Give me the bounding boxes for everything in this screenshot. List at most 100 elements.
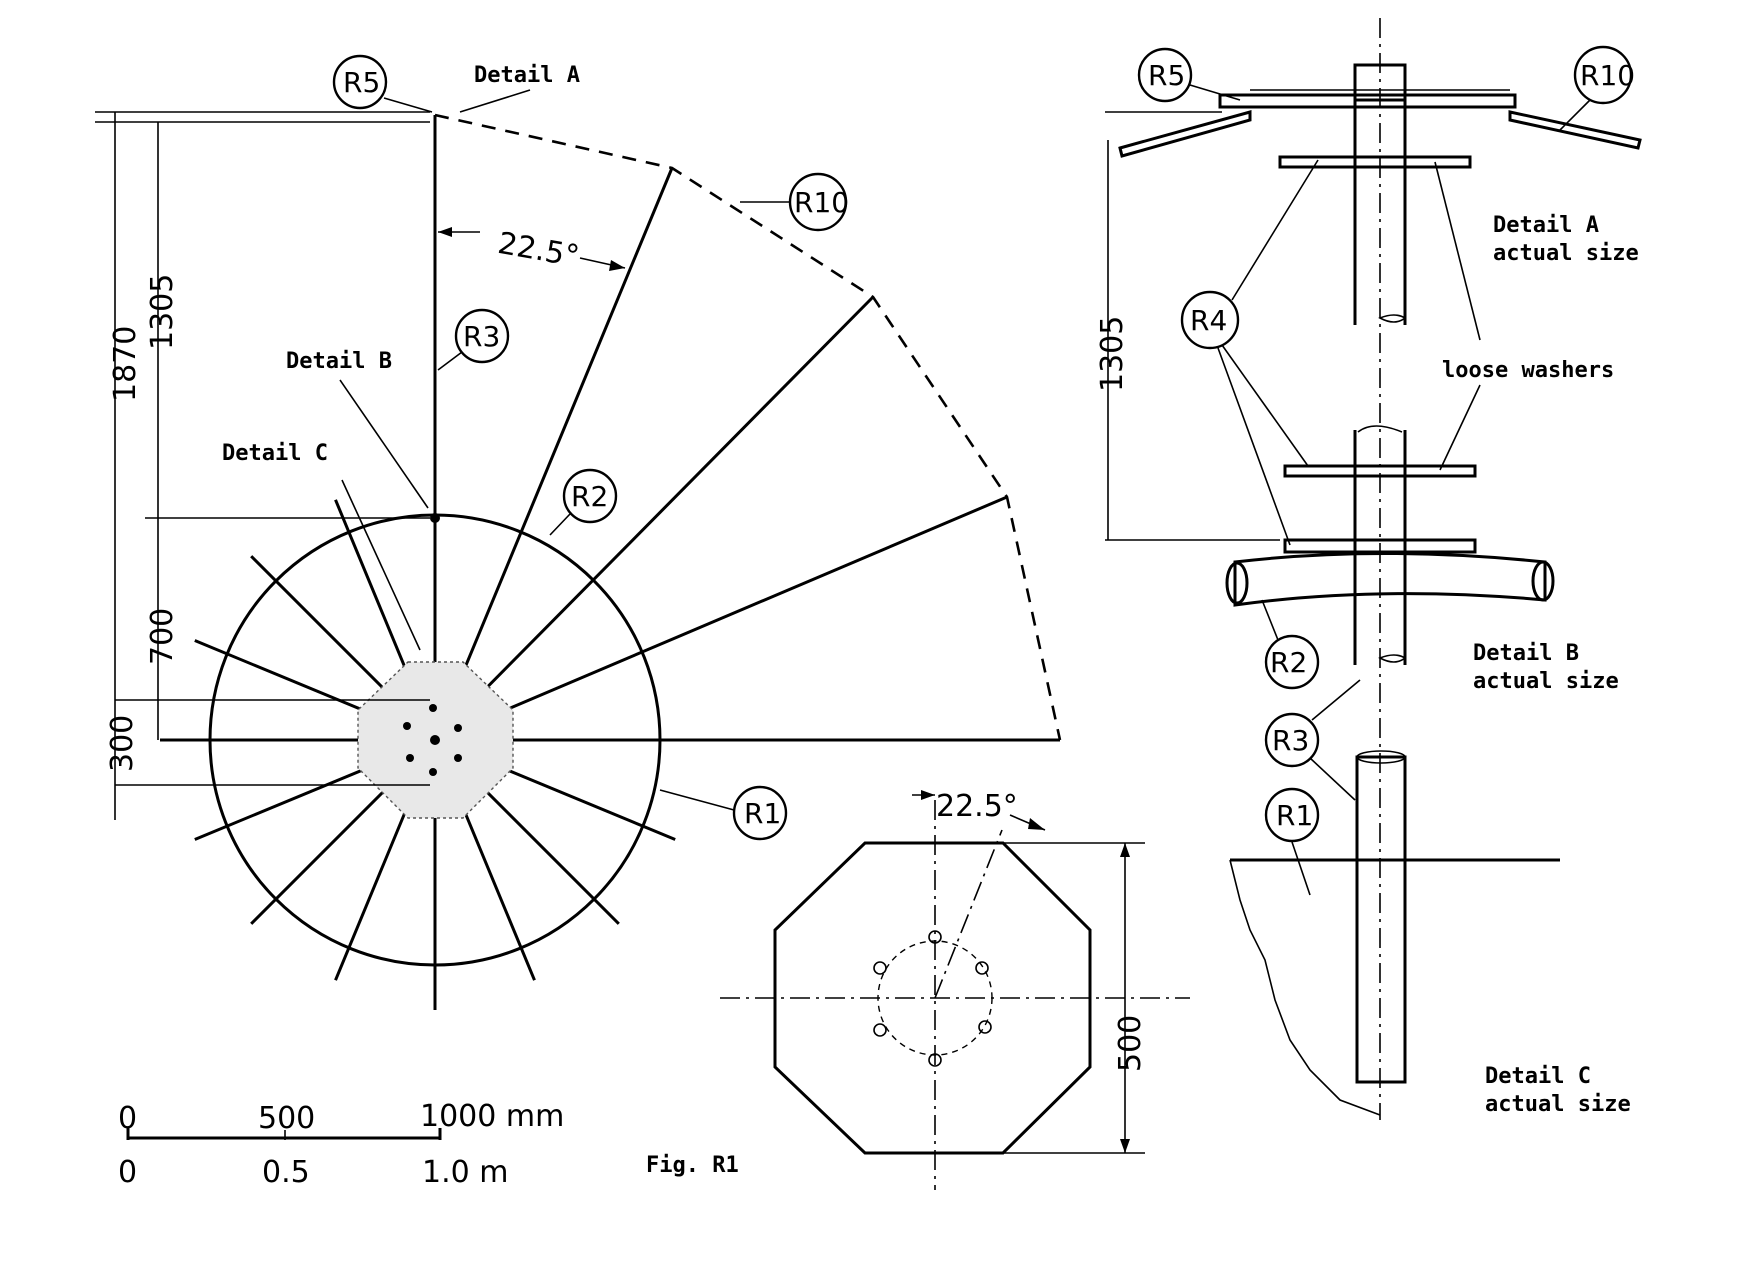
detail-a-view: R5 R10 Detail A actual size — [1118, 18, 1642, 1120]
leader — [341, 479, 421, 651]
tag-r3-circle-detail — [1264, 712, 1320, 768]
leader — [459, 89, 531, 113]
hub-hole — [429, 768, 437, 776]
arrowhead — [1120, 843, 1130, 857]
arrowhead — [1028, 818, 1045, 830]
leader — [1261, 599, 1279, 641]
tag-r10: R10 — [794, 186, 849, 219]
scale-label-0: 0 — [118, 1101, 137, 1136]
leader — [1559, 99, 1591, 131]
main-tags: R5 Detail A R10 R3 Detail B Detail C R2 … — [222, 54, 849, 841]
scale-label-05m: 0.5 — [262, 1155, 310, 1190]
tag-r10-circle-detail — [1573, 45, 1633, 105]
detail-b-actual-line1: Detail B — [1473, 641, 1579, 666]
sail-arm-left — [1118, 110, 1252, 158]
tag-r3-detail: R3 — [1272, 724, 1309, 757]
bolt-hole — [873, 961, 887, 975]
ground-profile — [1229, 859, 1381, 1116]
detail-a-actual-line1: Detail A — [1493, 213, 1599, 238]
leader — [437, 351, 463, 371]
angle-label-plate: 22.5° — [936, 789, 1018, 824]
bolt-hole — [928, 930, 942, 944]
wheel-plan-view — [160, 113, 1062, 1010]
scale-label-500: 500 — [258, 1101, 315, 1136]
leader — [1309, 757, 1356, 801]
leader — [1221, 344, 1309, 467]
scale-bar: 0 500 1000 mm 0 0.5 1.0 m Fig. R1 — [118, 1099, 739, 1190]
dim-500-label: 500 — [1113, 1015, 1148, 1072]
scale-label-1m: 1.0 m — [422, 1155, 508, 1190]
bolt-hole — [975, 961, 989, 975]
break-mark — [1378, 654, 1407, 663]
leader — [1189, 84, 1241, 101]
shaft-top — [1353, 63, 1407, 102]
dim-700-label: 700 — [145, 608, 180, 665]
top-plate — [1218, 93, 1517, 109]
detail-a-label: Detail A — [474, 63, 580, 88]
detail-c-actual-line2: actual size — [1485, 1092, 1631, 1117]
arrowhead — [1120, 1139, 1130, 1153]
washers-view: 1305 R4 loose washers R2 Detail B actual… — [1095, 111, 1619, 694]
rim-tube-end — [1531, 560, 1555, 602]
long-spoke-1 — [433, 167, 674, 741]
dim-1305-label: 1305 — [145, 274, 180, 350]
detail-a-actual-line2: actual size — [1493, 241, 1639, 266]
tag-r5-detail: R5 — [1148, 59, 1185, 92]
tag-r1-circle-detail — [1264, 787, 1320, 843]
rim-tube-end — [1225, 561, 1249, 605]
long-spoke-2 — [433, 295, 875, 742]
long-spoke-3 — [434, 495, 1008, 742]
washer-bottom — [1283, 538, 1477, 554]
tag-r1-detail: R1 — [1276, 799, 1313, 832]
main-dimensions: 1870 1305 700 300 22.5° — [95, 111, 626, 820]
tag-r3: R3 — [463, 320, 500, 353]
scale-label-0m: 0 — [118, 1155, 137, 1190]
figure-title: Fig. R1 — [646, 1153, 739, 1178]
arrowhead — [921, 790, 935, 800]
dim-1305-label-detail: 1305 — [1095, 316, 1130, 392]
tag-r3-circle — [454, 308, 510, 364]
dim-300-label: 300 — [105, 715, 140, 772]
detail-c-view: R3 R1 Detail C actual size — [1229, 679, 1631, 1117]
bolt-hole — [873, 1023, 887, 1037]
tag-r2: R2 — [571, 480, 608, 513]
leader — [549, 513, 571, 536]
tag-r4-circle — [1180, 290, 1240, 350]
tag-r4: R4 — [1190, 304, 1227, 337]
break-mark — [1357, 425, 1403, 433]
bolt-holes — [873, 930, 992, 1067]
arrowhead — [438, 227, 452, 237]
detail-c-label: Detail C — [222, 441, 328, 466]
leader — [1311, 679, 1361, 721]
hub-hole — [406, 754, 414, 762]
loose-washers-label: loose washers — [1442, 358, 1614, 383]
washer-top — [1278, 155, 1472, 169]
bolt-hole — [978, 1020, 992, 1034]
hub-center — [430, 735, 440, 745]
detail-c-actual-line1: Detail C — [1485, 1064, 1591, 1089]
tag-r2-circle-detail — [1264, 634, 1320, 690]
leader — [383, 97, 433, 113]
sail-outline — [434, 113, 1062, 741]
base-plate-detail: 22.5° 500 — [720, 789, 1190, 1190]
hub-hole — [429, 704, 437, 712]
leader — [339, 379, 429, 509]
scale-label-1000: 1000 mm — [420, 1099, 564, 1134]
sail-arm-right — [1508, 110, 1642, 150]
leader — [1231, 159, 1319, 301]
washer-middle — [1283, 464, 1477, 478]
pipe-top — [1356, 750, 1406, 764]
angle-ref-line — [934, 829, 1003, 999]
tag-r5: R5 — [343, 66, 380, 99]
leader — [1434, 161, 1481, 341]
tag-r1-circle-main — [732, 785, 788, 841]
leader — [1291, 841, 1311, 896]
detail-b-label: Detail B — [286, 349, 392, 374]
detail-b-actual-line2: actual size — [1473, 669, 1619, 694]
hub-hole — [454, 754, 462, 762]
tag-r10-detail: R10 — [1580, 59, 1635, 92]
angle-label-main: 22.5° — [495, 226, 582, 275]
bolt-hole — [928, 1053, 942, 1067]
rim-tube — [1233, 552, 1547, 607]
